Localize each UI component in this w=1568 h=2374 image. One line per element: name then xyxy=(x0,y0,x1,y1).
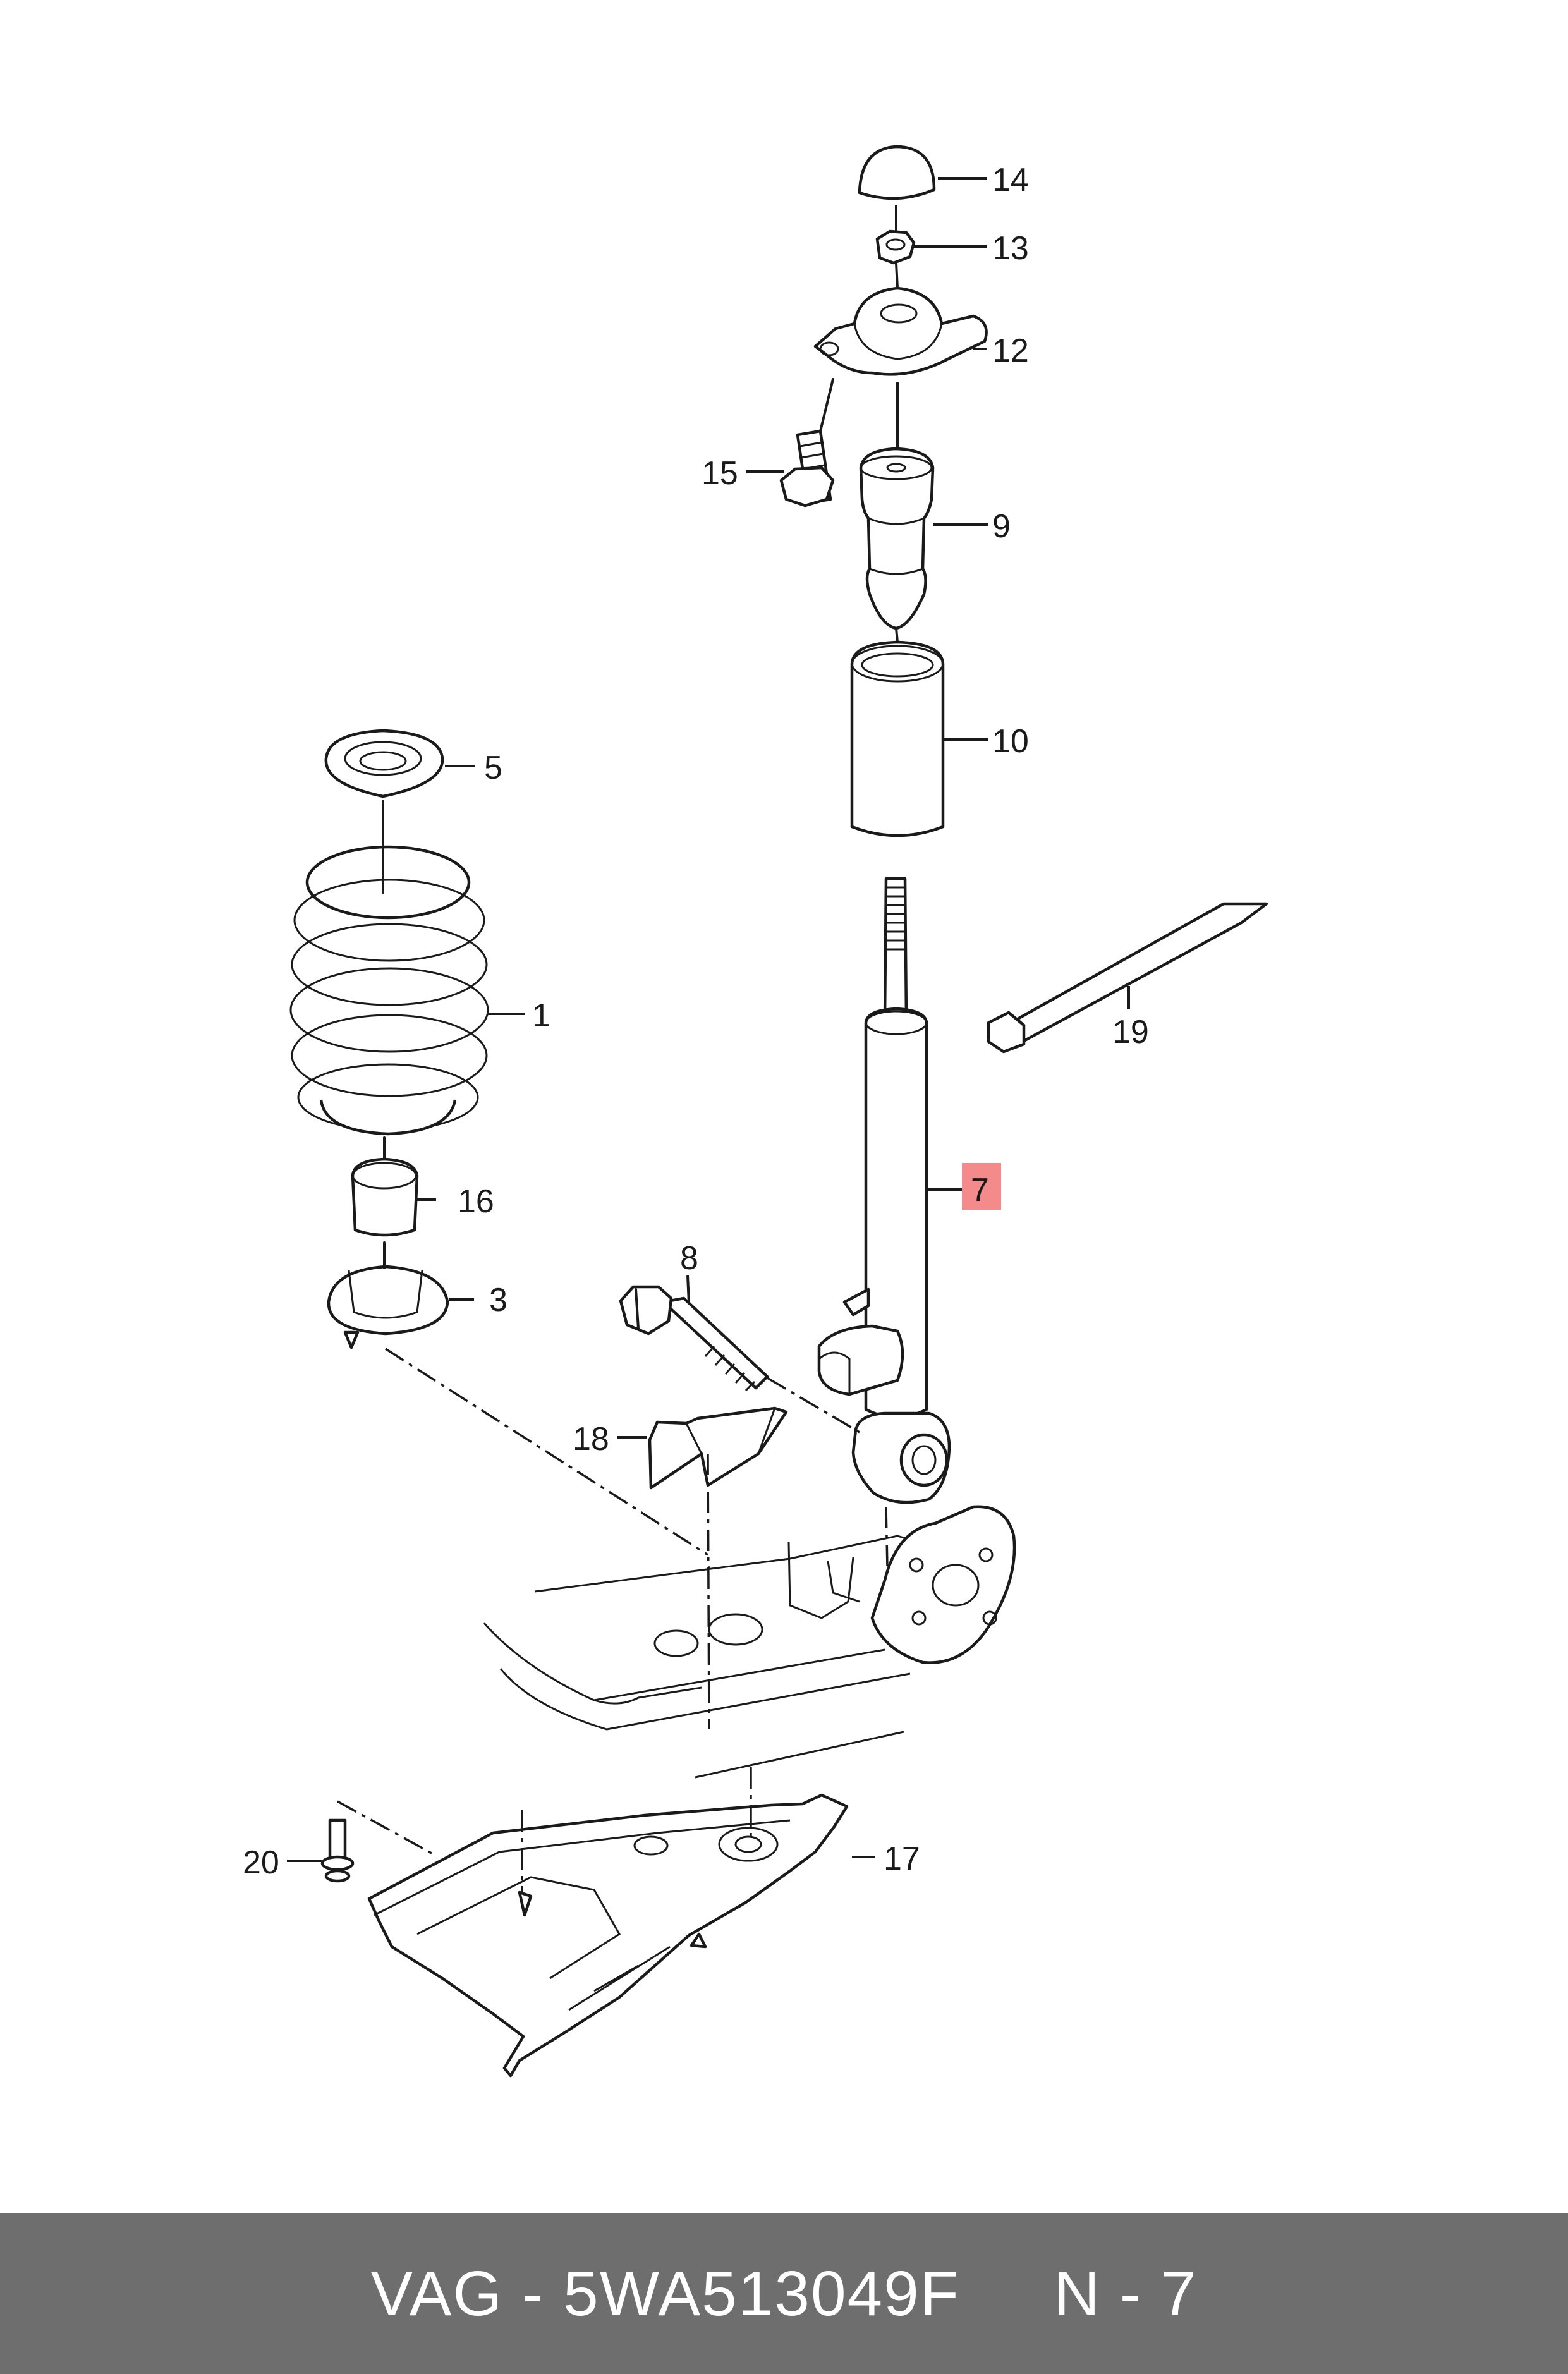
leader-lines xyxy=(287,177,1130,1862)
callout-20: 20 xyxy=(243,1844,279,1881)
callout-8: 8 xyxy=(680,1240,698,1277)
part-number-caption: VAG - 5WA513049F N - 7 xyxy=(370,2258,1198,2329)
cable-tie-part xyxy=(987,902,1268,1054)
long-bolt-part xyxy=(619,1285,769,1392)
shock-absorber-part xyxy=(817,877,951,1504)
upper-spring-seat-part xyxy=(324,729,444,798)
callout-12: 12 xyxy=(992,332,1029,369)
highlight-box xyxy=(962,1163,1001,1210)
bracket-plate-part xyxy=(648,1406,788,1490)
callout-19: 19 xyxy=(1112,1014,1149,1050)
footer-bar: VAG - 5WA513049F N - 7 xyxy=(0,2213,1568,2374)
callout-10: 10 xyxy=(992,723,1029,760)
strut-mount-part xyxy=(813,286,988,376)
axle-beam-part xyxy=(483,1505,1016,1779)
connecting-lines xyxy=(382,205,899,1269)
callout-labels: 14 13 12 15 9 10 5 1 19 7 16 8 3 18 17 2… xyxy=(243,162,1149,1881)
bump-stop-part xyxy=(859,447,935,630)
callout-14: 14 xyxy=(992,162,1029,198)
protective-sleeve-part xyxy=(850,640,945,837)
callout-3: 3 xyxy=(489,1282,507,1318)
assembly-lines xyxy=(337,1348,889,1894)
nut-part xyxy=(875,229,916,265)
bolt-part xyxy=(779,429,835,508)
callout-18: 18 xyxy=(573,1421,609,1458)
underbody-cover-part xyxy=(367,1793,849,2078)
callout-15: 15 xyxy=(702,455,738,492)
callout-13: 13 xyxy=(992,230,1029,267)
parts-diagram: 14 13 12 15 9 10 5 1 19 7 16 8 3 18 17 2… xyxy=(243,145,1268,2078)
lower-spring-seat-part xyxy=(327,1265,449,1349)
callout-16: 16 xyxy=(458,1183,494,1220)
clip-part xyxy=(320,1818,355,1883)
spring-pad-part xyxy=(351,1157,419,1237)
callout-1: 1 xyxy=(532,997,550,1034)
callout-5: 5 xyxy=(484,750,502,786)
callout-9: 9 xyxy=(992,508,1011,545)
cap-part xyxy=(858,145,936,200)
callout-17: 17 xyxy=(884,1841,920,1877)
callout-7: 7 xyxy=(971,1172,989,1208)
coil-spring-part xyxy=(289,845,489,1136)
